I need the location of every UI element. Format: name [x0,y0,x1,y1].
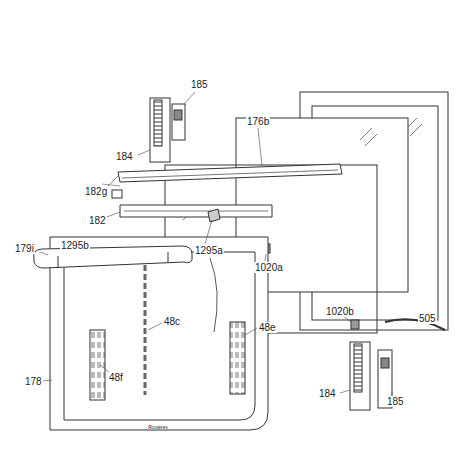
callout-number: 178 [24,376,43,387]
callout-number: 184 [318,388,337,399]
callout-number: 179i [14,243,35,254]
brand-name: Rosières [148,424,168,430]
callout-number: 48e [258,322,277,333]
callout-number: 505 [418,313,437,324]
callout-number: 176b [246,116,270,127]
door-handle [34,246,192,268]
block-1020b [351,320,359,329]
door-slider [90,258,245,400]
block-1295a [208,209,220,222]
lower-profile [102,184,272,217]
callout-number: 1020a [254,262,284,273]
callout-number: 48f [108,372,124,383]
callout-number: 48c [163,316,181,327]
callout-number: 1020b [325,306,355,317]
hinge [150,98,185,162]
top-profile [112,164,342,198]
callout-number: 182 [88,215,107,226]
leader-line [40,92,428,395]
callout-number: 184 [115,151,134,162]
callout-number: 182g [84,186,108,197]
callout-number: 185 [190,79,209,90]
callout-number: 1295a [194,245,224,256]
callout-number: 1295b [60,240,90,251]
callout-number: 185 [386,396,405,407]
